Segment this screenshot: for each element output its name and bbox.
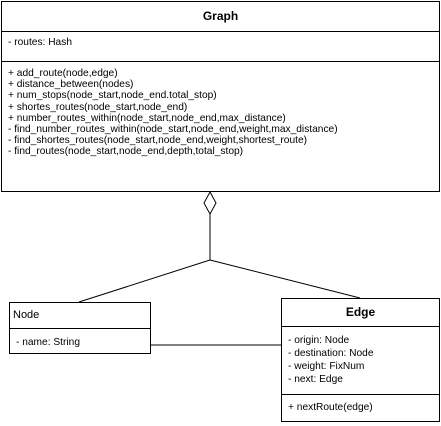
edge-method: + nextRoute(edge) [288,402,373,413]
graph-method: - find_routes(node_start,node_end,depth,… [8,146,244,158]
edge-methods: + nextRoute(edge) [282,394,439,413]
graph-method: + distance_between(nodes) [8,79,134,91]
node-class-name: Node [13,309,40,321]
graph-method: + shortes_routes(node_start,node_end) [8,101,188,113]
node-attribute: - name: String [16,337,80,348]
node-class[interactable]: Node - name: String [9,302,151,354]
aggregation-diamond [203,190,217,216]
aggregation-line-to-edge [209,259,361,299]
edge-class[interactable]: Edge - origin: Node - destination: Node … [281,298,440,422]
graph-method: + number_routes_within(node_start,node_e… [8,112,286,124]
graph-method: - find_shortes_routes(node_start,node_en… [8,135,308,147]
aggregation-line-to-node [78,214,211,303]
graph-method: - find_number_routes_within(node_start,n… [8,124,338,136]
edge-attributes: - origin: Node - destination: Node - wei… [282,326,439,394]
edge-attribute: - destination: Node [288,348,374,359]
graph-attributes: - routes: Hash [2,31,439,61]
graph-methods: + add_route(node,edge) + distance_betwee… [2,61,439,158]
graph-class-name: Graph [202,9,239,23]
graph-method: + num_stops(node_start,node_end.total_st… [8,90,217,102]
graph-attribute: - routes: Hash [8,37,72,48]
edge-attribute: - weight: FixNum [288,361,365,372]
graph-class[interactable]: Graph - routes: Hash + add_route(node,ed… [1,1,440,192]
edge-class-name: Edge [345,305,376,319]
edge-attribute: - origin: Node [288,335,350,346]
node-attributes: - name: String [10,328,150,348]
graph-method: + add_route(node,edge) [8,68,118,79]
edge-attribute: - next: Edge [288,374,343,385]
